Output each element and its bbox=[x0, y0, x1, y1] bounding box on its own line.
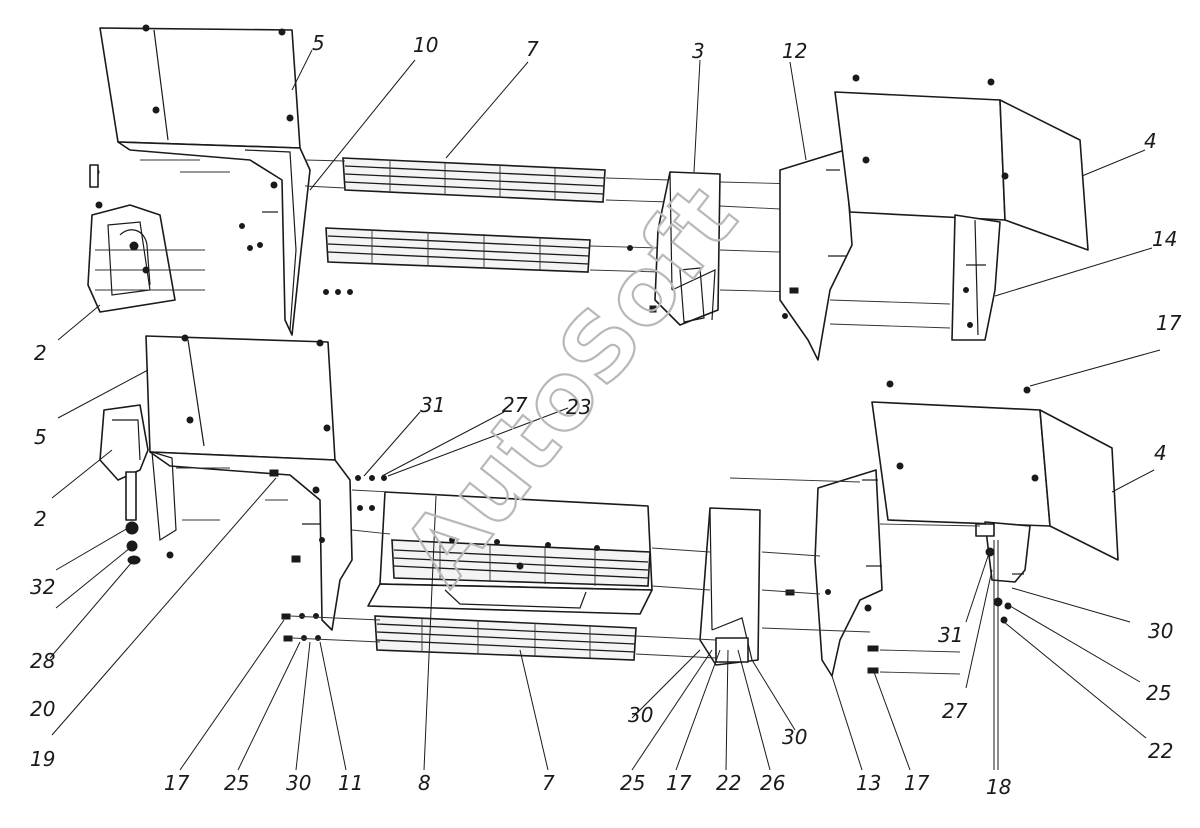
callout-23: 23 bbox=[566, 395, 591, 419]
callout-13: 13 bbox=[856, 771, 881, 795]
callout-8: 8 bbox=[418, 771, 431, 795]
right-panel-top bbox=[834, 74, 1089, 341]
callout-12-top: 12 bbox=[782, 39, 807, 63]
callout-30-a: 30 bbox=[286, 771, 311, 795]
callout-30-d: 30 bbox=[1148, 619, 1173, 643]
left-panel-top bbox=[99, 24, 353, 336]
callout-28: 28 bbox=[30, 649, 55, 673]
callout-11: 11 bbox=[338, 771, 363, 795]
left-bracket-top bbox=[87, 164, 205, 313]
center-box-top bbox=[627, 171, 721, 326]
extension-lines-bottom bbox=[289, 477, 981, 675]
callout-4-bottom: 4 bbox=[1154, 441, 1167, 465]
callout-2-top: 2 bbox=[34, 341, 47, 365]
left-bracket-bottom bbox=[99, 404, 174, 565]
callout-14-top: 14 bbox=[1152, 227, 1177, 251]
callout-10-top: 10 bbox=[413, 33, 438, 57]
right-panel-bottom bbox=[871, 380, 1119, 624]
callout-17-c: 17 bbox=[904, 771, 930, 795]
callout-3-top: 3 bbox=[692, 39, 705, 63]
callout-30-b: 30 bbox=[628, 703, 653, 727]
callout-22-b: 22 bbox=[1148, 739, 1173, 763]
callout-27-right: 27 bbox=[942, 699, 968, 723]
callout-20: 20 bbox=[30, 697, 55, 721]
left-panel-bottom bbox=[145, 334, 353, 631]
callout-2-bottom: 2 bbox=[34, 507, 47, 531]
callout-19: 19 bbox=[30, 747, 55, 771]
grille-lower-top bbox=[325, 227, 591, 273]
callout-30-c: 30 bbox=[782, 725, 807, 749]
callout-25-b: 25 bbox=[620, 771, 645, 795]
callout-31-right: 31 bbox=[938, 623, 963, 647]
callout-4-top: 4 bbox=[1144, 129, 1157, 153]
side-panel-top bbox=[779, 149, 853, 361]
callout-17-top: 17 bbox=[1156, 311, 1182, 335]
callout-25-c: 25 bbox=[1146, 681, 1171, 705]
callout-7-top: 7 bbox=[526, 37, 539, 61]
tray-bottom bbox=[367, 491, 653, 615]
callout-22-a: 22 bbox=[716, 771, 741, 795]
leader-lines-bottom bbox=[49, 349, 1161, 771]
grille-bottom bbox=[374, 615, 637, 661]
side-panel-bottom bbox=[785, 469, 883, 677]
callout-5-bottom: 5 bbox=[34, 425, 47, 449]
callout-18: 18 bbox=[986, 775, 1011, 799]
callout-5-top: 5 bbox=[312, 31, 325, 55]
callout-7-bottom: 7 bbox=[542, 771, 555, 795]
callout-27-left: 27 bbox=[502, 393, 528, 417]
callout-32: 32 bbox=[30, 575, 55, 599]
callout-25-a: 25 bbox=[224, 771, 249, 795]
callout-31-left: 31 bbox=[420, 393, 445, 417]
center-box-bottom bbox=[699, 507, 761, 666]
grille-upper-top bbox=[342, 157, 606, 203]
callout-17-a: 17 bbox=[164, 771, 190, 795]
callouts-top: 5 10 7 3 12 4 14 17 2 bbox=[34, 31, 1182, 365]
callouts-bottom: 5 2 31 27 23 4 32 28 20 19 17 25 30 11 8… bbox=[30, 393, 1173, 799]
callout-17-b: 17 bbox=[666, 771, 692, 795]
leader-lines-top bbox=[57, 49, 1153, 341]
callout-26: 26 bbox=[760, 771, 785, 795]
